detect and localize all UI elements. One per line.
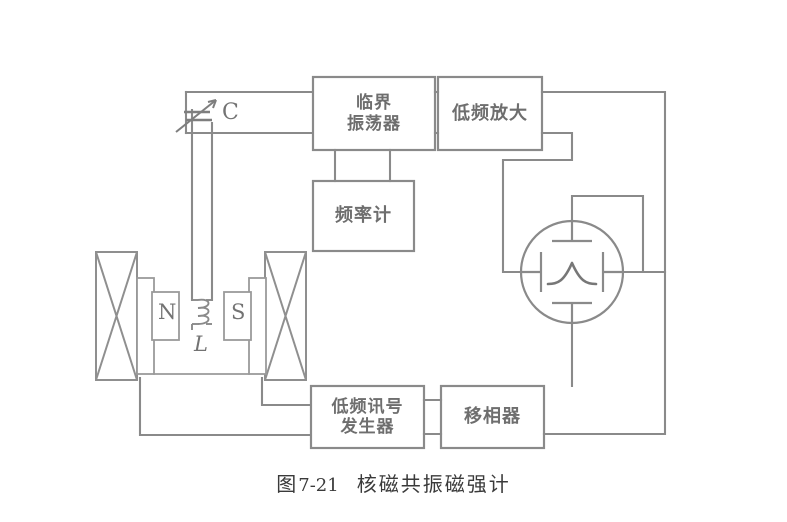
figure-caption: 图7-21 核磁共振磁强计 xyxy=(0,468,787,497)
left-magnet-coil xyxy=(95,251,138,381)
caption-title: 核磁共振磁强计 xyxy=(356,472,511,496)
box-low-frequency-amplifier[interactable] xyxy=(436,75,544,152)
wire-magnet-right-to-generator xyxy=(260,376,313,407)
right-magnet-coil xyxy=(264,251,307,381)
capacitor-symbol-C xyxy=(175,99,217,133)
box-phase-shifter[interactable] xyxy=(439,384,546,450)
caption-number: 7-21 xyxy=(298,475,339,496)
south-pole-piece xyxy=(223,291,252,341)
wire-crt-top-plate-to-rail xyxy=(570,194,645,274)
wire-phase-shifter-to-right-rail xyxy=(542,270,667,436)
wire-amplifier-to-right-rail xyxy=(540,90,667,274)
box-frequency-meter[interactable] xyxy=(311,179,416,253)
north-pole-piece xyxy=(151,291,180,341)
caption-prefix: 图 xyxy=(276,472,299,496)
inductor-symbol-L xyxy=(191,296,212,330)
box-critical-oscillator[interactable] xyxy=(311,75,437,152)
wire-magnet-left-to-generator xyxy=(138,376,313,437)
box-low-frequency-signal-generator[interactable] xyxy=(309,384,426,450)
cathode-ray-oscilloscope[interactable] xyxy=(519,219,625,325)
wire-amplifier-to-crt-left-plate xyxy=(501,131,574,274)
